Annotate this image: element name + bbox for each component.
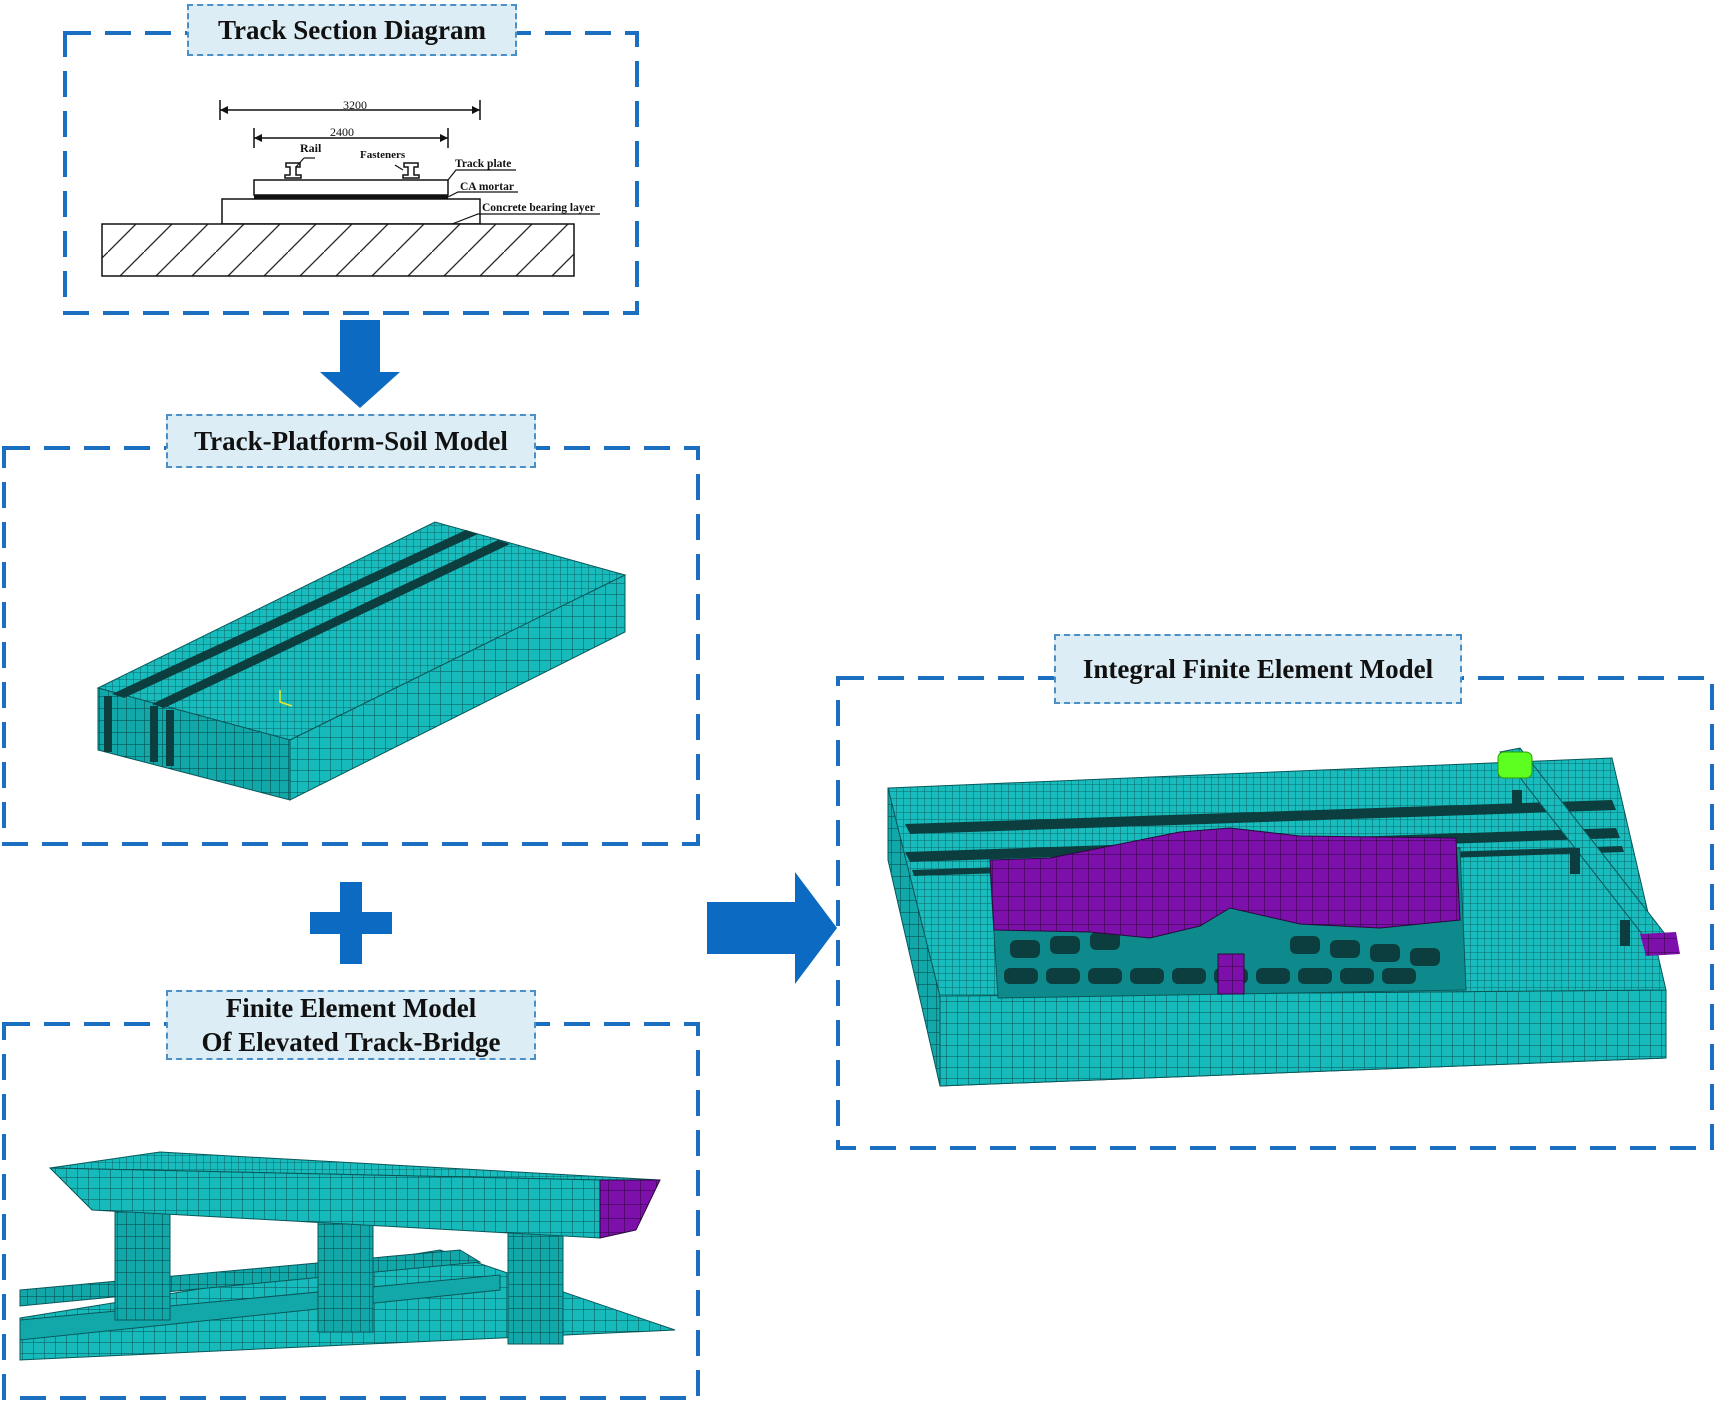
track-platform-soil-frame xyxy=(2,446,700,846)
elevated-bridge-mesh xyxy=(19,1151,676,1361)
elevated-bridge-title-line1: Finite Element Model xyxy=(225,993,477,1023)
track-section-drawing: 3200 2400 Rail Fasteners Track plate CA … xyxy=(101,98,600,277)
integral-model-mesh xyxy=(887,747,1680,1087)
integral-model-title-text: Integral Finite Element Model xyxy=(1082,654,1434,684)
arrow-down-icon xyxy=(320,320,400,408)
rail-label: Rail xyxy=(300,141,322,155)
elevated-bridge-frame xyxy=(2,1022,700,1400)
track-platform-soil-title: Track-Platform-Soil Model xyxy=(166,414,536,468)
track-plate-label: Track plate xyxy=(455,158,511,170)
arrow-right-icon xyxy=(707,872,837,984)
dim-2400-label: 2400 xyxy=(330,125,354,139)
integral-model-frame xyxy=(836,676,1714,1150)
track-section-title-text: Track Section Diagram xyxy=(218,15,486,45)
concrete-bearing-layer-label: Concrete bearing layer xyxy=(482,202,595,214)
track-platform-soil-title-text: Track-Platform-Soil Model xyxy=(194,426,508,456)
elevated-bridge-title-line2: Of Elevated Track-Bridge xyxy=(201,1027,501,1057)
plus-icon xyxy=(310,882,392,964)
integral-model-title: Integral Finite Element Model xyxy=(1054,634,1462,704)
track-platform-soil-mesh xyxy=(96,521,627,801)
track-section-title: Track Section Diagram xyxy=(187,4,517,56)
right-rail-shape xyxy=(402,162,420,179)
load-marker xyxy=(1497,751,1533,779)
fasteners-label: Fasteners xyxy=(360,149,406,161)
ca-mortar-label: CA mortar xyxy=(460,181,514,193)
dim-3200-label: 3200 xyxy=(343,98,367,112)
left-rail-shape xyxy=(284,162,302,179)
elevated-bridge-title: Finite Element Model Of Elevated Track-B… xyxy=(166,990,536,1060)
